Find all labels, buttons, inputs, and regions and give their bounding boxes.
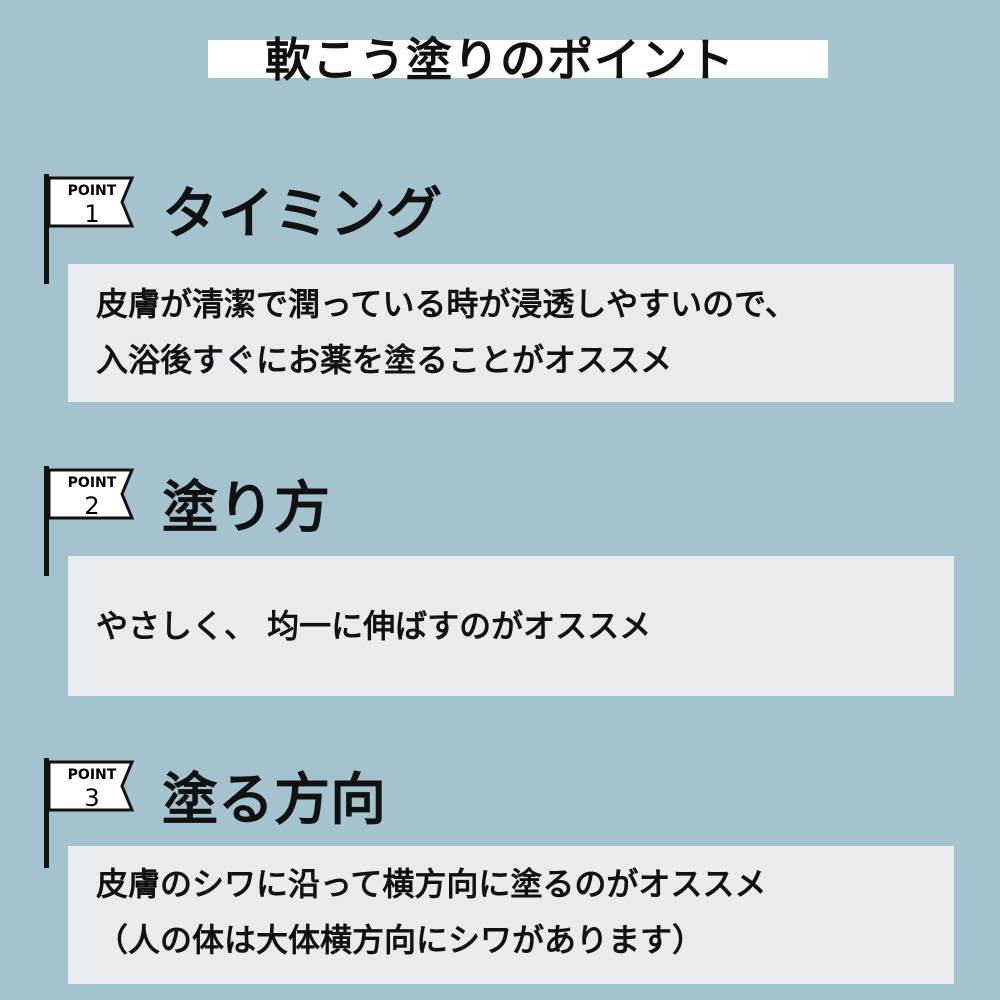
point-1-panel: 皮膚が清潔で潤っている時が浸透しやすいので、 入浴後すぐにお薬を塗ることがオスス… xyxy=(68,264,954,402)
point-2-number: 2 xyxy=(84,492,99,520)
point-1-line-1: 皮膚が清潔で潤っている時が浸透しやすいので、 xyxy=(96,285,797,323)
point-3-heading: 塗る方向 xyxy=(162,768,386,833)
point-3-line-2: （人の体は大体横方向にシワがあります） xyxy=(96,921,705,959)
point-2-panel: やさしく、 均一に伸ばすのがオススメ xyxy=(68,556,954,696)
point-3-number: 3 xyxy=(84,784,99,812)
point-2-line-1: やさしく、 均一に伸ばすのがオススメ xyxy=(96,607,652,645)
point-1-badge-label: POINT xyxy=(68,183,117,199)
point-2-flag-icon: POINT 2 xyxy=(44,466,144,576)
title-banner xyxy=(208,40,828,78)
point-3-line-1: 皮膚のシワに沿って横方向に塗るのがオススメ xyxy=(96,865,767,903)
point-2-badge-label: POINT xyxy=(68,475,117,491)
point-2-heading: 塗り方 xyxy=(162,476,330,541)
point-1-number: 1 xyxy=(84,200,99,228)
point-1-heading: タイミング xyxy=(162,182,442,247)
point-3-badge-label: POINT xyxy=(68,767,117,783)
point-3-flag-icon: POINT 3 xyxy=(44,758,144,868)
point-1-line-2: 入浴後すぐにお薬を塗ることがオススメ xyxy=(96,341,673,379)
point-3-panel: 皮膚のシワに沿って横方向に塗るのがオススメ （人の体は大体横方向にシワがあります… xyxy=(68,846,954,984)
page-title: 軟こう塗りのポイント xyxy=(265,33,735,87)
point-1-flag-icon: POINT 1 xyxy=(44,174,144,284)
